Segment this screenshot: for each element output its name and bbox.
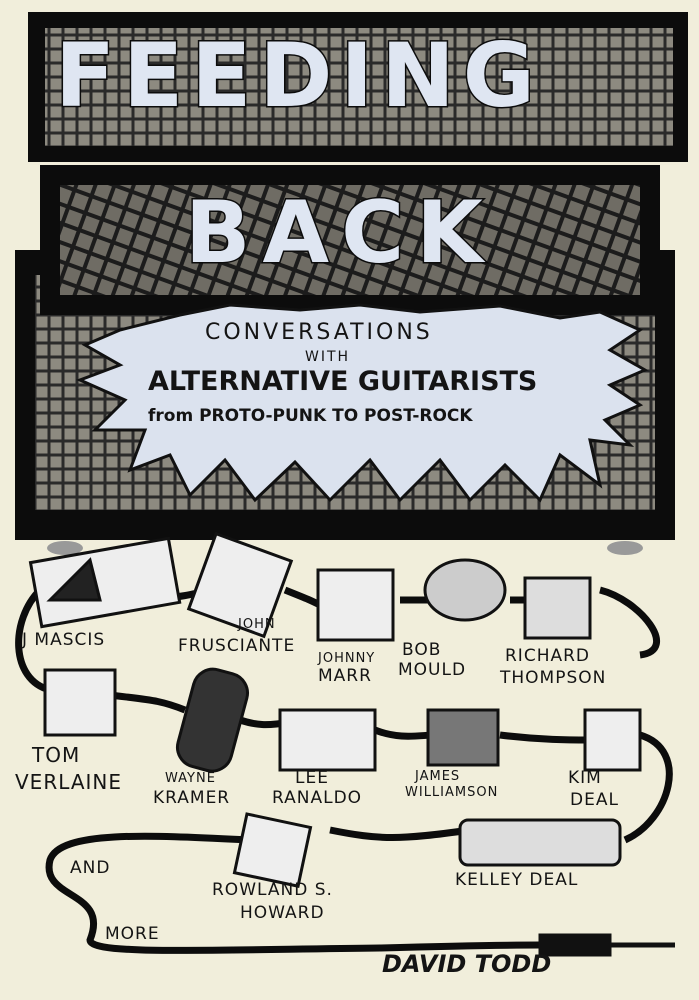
- subtitle-conversations: CONVERSATIONS: [205, 320, 433, 345]
- pedal-bob-mould: [423, 558, 507, 622]
- label-james: JAMES: [415, 769, 461, 784]
- subtitle-alternative-guitarists: ALTERNATIVE GUITARISTS: [148, 366, 538, 397]
- pedal-johnny-marr: [316, 568, 395, 642]
- subtitle-with: WITH: [305, 349, 351, 365]
- label-verlaine: VERLAINE: [15, 770, 122, 794]
- title-line-2: BACK: [184, 183, 495, 283]
- pedal-kim-deal: [583, 708, 642, 772]
- label-marr: MARR: [318, 666, 372, 686]
- label-j-mascis: J MASCIS: [22, 630, 106, 650]
- label-kramer: KRAMER: [153, 788, 231, 808]
- label-wayne: WAYNE: [165, 771, 216, 786]
- label-thompson: THOMPSON: [500, 668, 607, 688]
- pedal-john-frusciante: [186, 531, 294, 639]
- title-line-1: FEEDING: [53, 24, 544, 127]
- label-kim: KIM: [568, 768, 602, 788]
- label-frusciante: FRUSCIANTE: [178, 636, 296, 656]
- pedal-rowland-s-howard: [232, 812, 313, 888]
- amplifier-top: [28, 12, 688, 162]
- label-richard: RICHARD: [505, 646, 591, 666]
- pedal-lee-ranaldo: [278, 708, 377, 772]
- label-ranaldo: RANALDO: [272, 788, 363, 808]
- pedal-kelley-deal: [458, 818, 622, 867]
- pedal-richard-thompson: [523, 576, 592, 640]
- label-bob: BOB: [402, 640, 442, 660]
- label-john: JOHN: [238, 617, 276, 632]
- label-johnny: JOHNNY: [318, 651, 376, 666]
- label-more: MORE: [105, 924, 160, 944]
- label-tom: TOM: [32, 743, 81, 767]
- label-lee: LEE: [295, 768, 329, 788]
- label-williamson: WILLIAMSON: [405, 785, 499, 800]
- pedal-j-mascis: [28, 536, 182, 629]
- label-deal: DEAL: [570, 790, 619, 810]
- amplifier-middle: [40, 165, 660, 315]
- label-kelley-deal: KELLEY DEAL: [455, 870, 579, 890]
- starburst: [76, 303, 649, 503]
- label-mould: MOULD: [398, 660, 467, 680]
- pedal-james-williamson: [426, 708, 500, 767]
- subtitle-proto-punk: from PROTO-PUNK TO POST-ROCK: [148, 406, 473, 426]
- label-rowland-s: ROWLAND S.: [212, 880, 333, 900]
- pedal-wayne-kramer: [175, 667, 249, 773]
- pedal-tom-verlaine: [43, 668, 117, 737]
- label-and: AND: [70, 858, 111, 878]
- author-name: DAVID TODD: [382, 950, 552, 978]
- label-howard: HOWARD: [240, 903, 325, 923]
